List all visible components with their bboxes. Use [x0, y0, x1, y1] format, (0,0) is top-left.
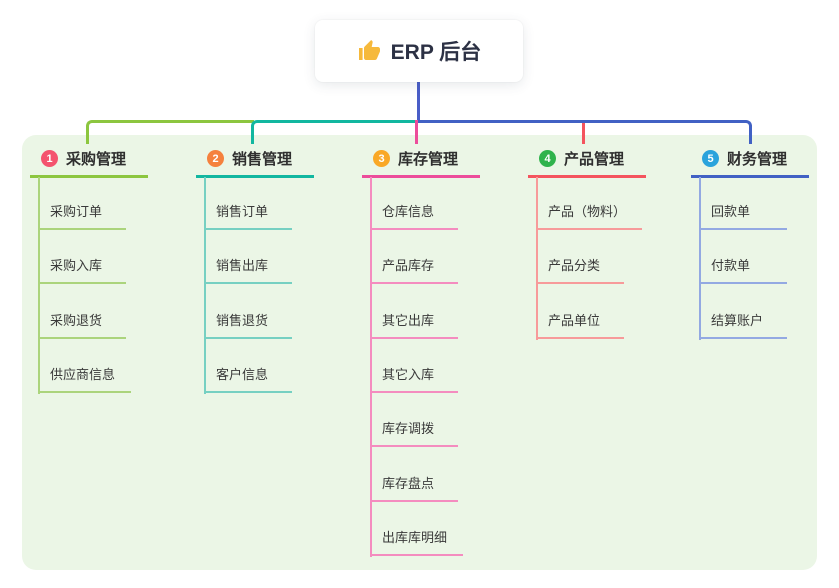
child-node[interactable]: 产品库存: [370, 257, 458, 284]
child-node[interactable]: 产品单位: [536, 312, 624, 339]
child-node[interactable]: 销售退货: [204, 312, 292, 339]
child-node[interactable]: 销售订单: [204, 203, 292, 230]
child-node[interactable]: 其它出库: [370, 312, 458, 339]
child-node[interactable]: 结算账户: [699, 312, 787, 339]
branch-node-finance[interactable]: 5 财务管理: [691, 148, 809, 178]
branch-spine-line: [699, 177, 701, 340]
branch3-connector-line: [415, 120, 418, 144]
branch-node-inventory[interactable]: 3 库存管理: [362, 148, 480, 178]
branch-node-purchase[interactable]: 1 采购管理: [30, 148, 148, 178]
branch-number-badge: 4: [539, 150, 556, 167]
child-node[interactable]: 仓库信息: [370, 203, 458, 230]
child-node[interactable]: 其它入库: [370, 366, 458, 393]
branch-number-badge: 3: [373, 150, 390, 167]
root-label: ERP 后台: [390, 41, 482, 64]
branch-number-badge: 2: [207, 150, 224, 167]
branch-spine-line: [536, 177, 538, 340]
branch-label: 销售管理: [232, 151, 293, 168]
branch-label: 库存管理: [398, 151, 459, 168]
branch-label: 采购管理: [66, 151, 127, 168]
child-node[interactable]: 采购退货: [38, 312, 126, 339]
child-node[interactable]: 销售出库: [204, 257, 292, 284]
child-node[interactable]: 出库库明细: [370, 529, 464, 556]
root-node[interactable]: ERP 后台: [315, 20, 523, 82]
child-node[interactable]: 供应商信息: [38, 366, 132, 393]
branch-label: 财务管理: [727, 151, 788, 168]
child-node[interactable]: 采购入库: [38, 257, 126, 284]
child-node[interactable]: 产品分类: [536, 257, 624, 284]
branch1-connector-line: [86, 120, 254, 144]
child-node[interactable]: 库存盘点: [370, 475, 458, 502]
branch5-connector-line: [418, 120, 752, 144]
child-node[interactable]: 付款单: [699, 257, 787, 284]
mindmap-panel: [22, 135, 817, 570]
child-node[interactable]: 客户信息: [204, 366, 292, 393]
branch-spine-line: [370, 177, 372, 557]
branch2-connector-line: [251, 120, 418, 144]
branch-node-product[interactable]: 4 产品管理: [528, 148, 646, 178]
branch-label: 产品管理: [564, 151, 625, 168]
child-node[interactable]: 采购订单: [38, 203, 126, 230]
child-node[interactable]: 回款单: [699, 203, 787, 230]
child-node[interactable]: 库存调拨: [370, 420, 458, 447]
branch-number-badge: 5: [702, 150, 719, 167]
branch-number-badge: 1: [41, 150, 58, 167]
thumbs-up-icon: [357, 39, 381, 63]
branch-spine-line: [38, 177, 40, 394]
branch4-connector-line: [582, 123, 585, 144]
branch-node-sales[interactable]: 2 销售管理: [196, 148, 314, 178]
root-connector-line: [417, 80, 420, 122]
branch-spine-line: [204, 177, 206, 394]
child-node[interactable]: 产品（物料）: [536, 203, 643, 230]
